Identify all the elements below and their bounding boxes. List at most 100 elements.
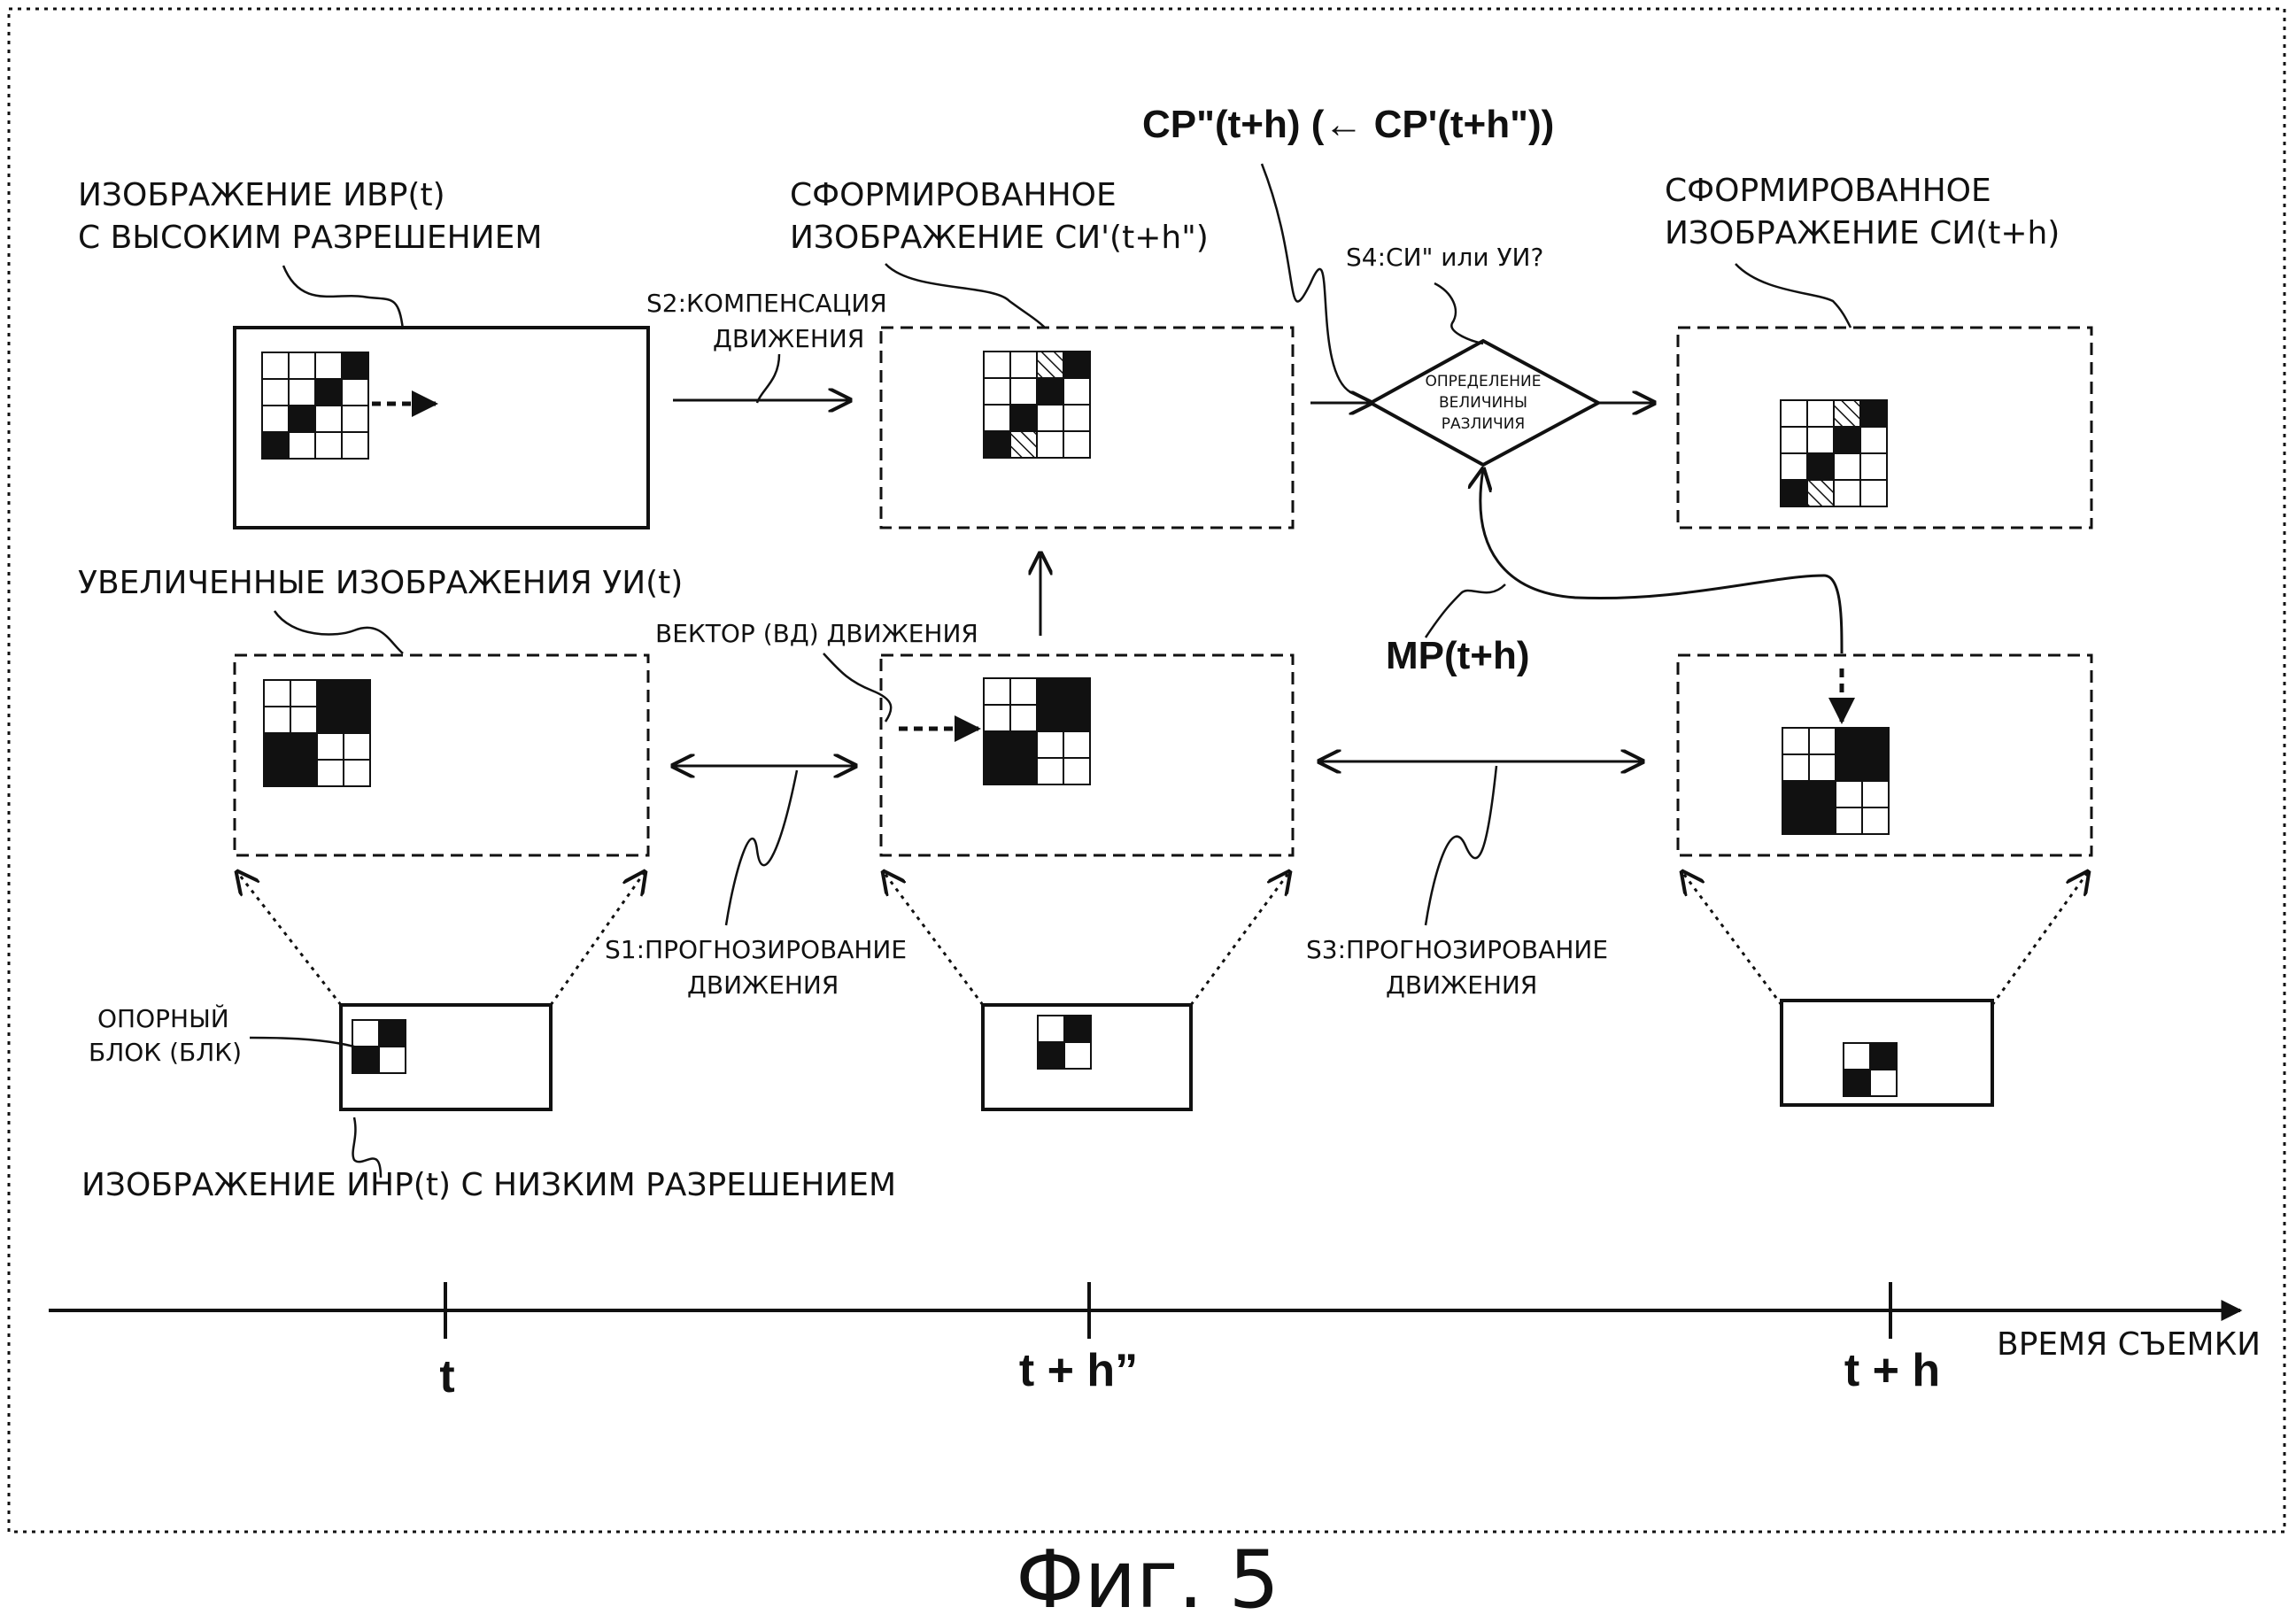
pixel-cell: [1009, 377, 1038, 406]
s3-label-1: S3:ПРОГНОЗИРОВАНИЕ: [1306, 935, 1608, 964]
pixel-cell: [1780, 399, 1808, 428]
formed-final-box: [1676, 326, 2093, 529]
hr-image-grid: [261, 352, 369, 460]
pixel-cell: [1009, 677, 1038, 706]
pixel-cell: [352, 1019, 380, 1047]
formed-prime-box: [879, 326, 1295, 529]
pixel-cell: [1036, 377, 1064, 406]
pixel-cell: [1063, 377, 1091, 406]
pixel-cell: [316, 679, 371, 734]
pixel-cell: [1036, 430, 1064, 459]
pixel-cell: [263, 706, 291, 734]
pixel-cell: [316, 732, 344, 761]
pixel-cell: [341, 431, 369, 460]
pixel-cell: [1833, 452, 1861, 481]
pixel-cell: [983, 704, 1011, 732]
pixel-cell: [1861, 780, 1890, 808]
lr-right-block: [1843, 1042, 1898, 1097]
formed-prime-label-2: ИЗОБРАЖЕНИЕ СИ'(t+h"): [790, 220, 1209, 256]
proj-2a: [884, 872, 985, 1006]
pixel-cell: [288, 352, 316, 380]
pixel-cell: [1063, 730, 1091, 759]
pixel-cell: [1063, 351, 1091, 379]
cp-label: CP"(t+h) (← CP'(t+h")): [1142, 103, 1554, 146]
pixel-cell: [1806, 399, 1835, 428]
hr-image-box: [233, 326, 650, 529]
pixel-cell: [261, 352, 290, 380]
pixel-cell: [290, 679, 318, 707]
pixel-cell: [1833, 399, 1861, 428]
pixel-cell: [983, 677, 1011, 706]
pixel-cell: [288, 405, 316, 433]
figure-caption: Фиг. 5: [1016, 1534, 1279, 1615]
ref-block-label-1: ОПОРНЫЙ: [97, 1003, 229, 1033]
pixel-cell: [263, 679, 291, 707]
pixel-cell: [1009, 704, 1038, 732]
enlarged-right-box: [1676, 653, 2093, 857]
vector-label: ВЕКТОР (ВД) ДВИЖЕНИЯ: [655, 619, 978, 648]
s3-label-2: ДВИЖЕНИЯ: [1386, 970, 1537, 1000]
pixel-cell: [1869, 1042, 1898, 1070]
pixel-cell: [1859, 426, 1888, 454]
proj-1a: [237, 872, 343, 1006]
pixel-cell: [378, 1019, 406, 1047]
lr-right-box: [1780, 999, 1994, 1107]
pixel-cell: [1806, 426, 1835, 454]
pixel-cell: [1009, 430, 1038, 459]
pixel-cell: [314, 352, 343, 380]
pixel-cell: [1036, 677, 1091, 732]
tick-label-t: t: [439, 1351, 454, 1402]
ref-block-leader: [249, 1036, 355, 1048]
pixel-cell: [1833, 426, 1861, 454]
s2-label-2: ДВИЖЕНИЯ: [713, 324, 864, 353]
hr-label-leader: [282, 265, 405, 330]
pixel-cell: [314, 378, 343, 406]
pixel-cell: [1009, 351, 1038, 379]
pixel-cell: [1808, 753, 1836, 782]
pixel-cell: [1009, 404, 1038, 432]
tick-label-t-h: t + h: [1844, 1345, 1940, 1396]
pixel-cell: [1859, 399, 1888, 428]
hr-image-label-2: С ВЫСОКИМ РАЗРЕШЕНИЕМ: [78, 220, 542, 256]
lr-mid-box: [981, 1003, 1193, 1111]
pixel-cell: [263, 732, 318, 787]
lr-image-label: ИЗОБРАЖЕНИЕ ИНР(t) С НИЗКИМ РАЗРЕШЕНИЕМ: [81, 1167, 896, 1203]
vector-leader: [823, 653, 893, 722]
pixel-cell: [1063, 430, 1091, 459]
lr-t-box: [339, 1003, 553, 1111]
proj-2b: [1189, 872, 1289, 1006]
pixel-cell: [1036, 351, 1064, 379]
enlarged-label: УВЕЛИЧЕННЫЕ ИЗОБРАЖЕНИЯ УИ(t): [78, 565, 683, 601]
pixel-cell: [341, 405, 369, 433]
pixel-cell: [1780, 426, 1808, 454]
pixel-cell: [341, 352, 369, 380]
pixel-cell: [1036, 757, 1064, 785]
s4-label: S4:СИ" или УИ?: [1346, 243, 1543, 272]
pixel-cell: [1036, 404, 1064, 432]
pixel-cell: [341, 378, 369, 406]
decision-text-2: ВЕЛИЧИНЫ: [1439, 394, 1527, 412]
ref-block-label-2: БЛОК (БЛК): [89, 1038, 242, 1067]
formed-prime-leader: [885, 263, 1046, 328]
time-axis-label: ВРЕМЯ СЪЕМКИ: [1997, 1326, 2261, 1363]
formed-prime-label-1: СФОРМИРОВАННОЕ: [790, 177, 1117, 213]
pixel-cell: [1063, 1015, 1092, 1043]
pixel-cell: [983, 404, 1011, 432]
enlarged-leader: [273, 610, 404, 654]
pixel-cell: [1808, 727, 1836, 755]
pixel-cell: [1859, 479, 1888, 507]
pixel-cell: [1063, 1041, 1092, 1070]
enlarged-t-grid: [263, 679, 371, 787]
proj-3b: [1991, 872, 2088, 1006]
pixel-cell: [1036, 730, 1064, 759]
pixel-cell: [1063, 404, 1091, 432]
s1-label-2: ДВИЖЕНИЯ: [687, 970, 839, 1000]
lr-t-block: [352, 1019, 406, 1074]
mp-leader: [1424, 583, 1506, 638]
pixel-cell: [1780, 452, 1808, 481]
enlarged-mid-box: [879, 653, 1295, 857]
pixel-cell: [1063, 757, 1091, 785]
formed-final-grid: [1780, 399, 1888, 507]
formed-final-label-2: ИЗОБРАЖЕНИЕ СИ(t+h): [1665, 215, 2060, 251]
proj-1b: [549, 872, 645, 1006]
